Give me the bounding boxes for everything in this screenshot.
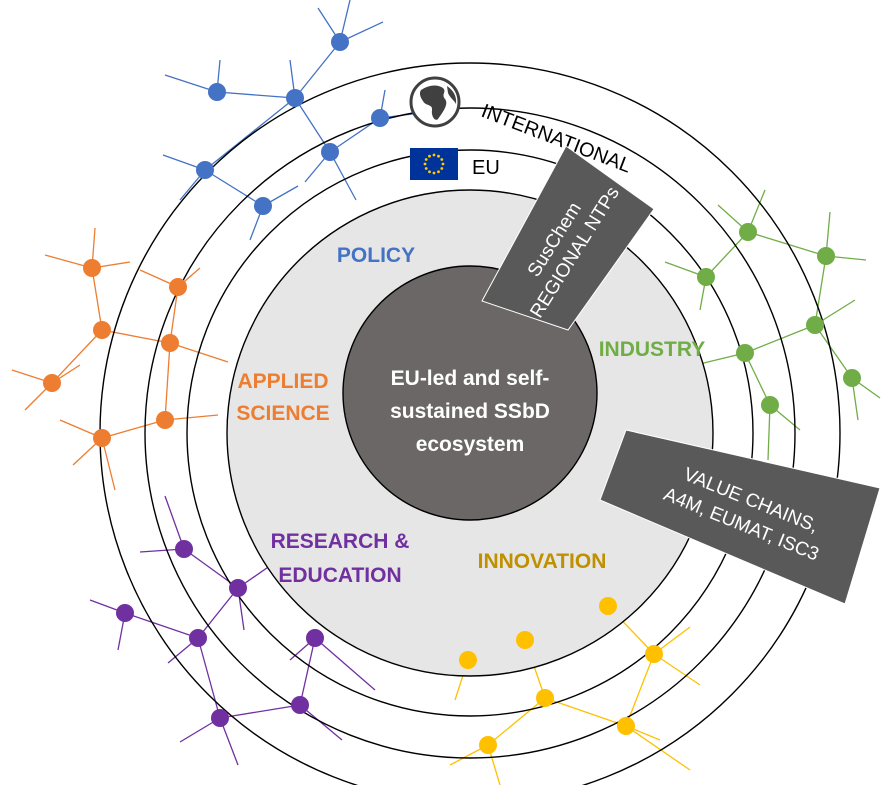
- innovation-nodes: [459, 597, 663, 754]
- research-node: [229, 579, 247, 597]
- research-node: [306, 629, 324, 647]
- applied-node: [93, 429, 111, 447]
- core-line-3: ecosystem: [416, 433, 525, 456]
- industry-node: [761, 396, 779, 414]
- research-node: [291, 696, 309, 714]
- industry-node: [736, 344, 754, 362]
- applied-node: [83, 259, 101, 277]
- applied-science-network: [11, 227, 229, 491]
- eu-flag-icon: [410, 148, 458, 180]
- policy-node: [208, 83, 226, 101]
- industry-network: [664, 189, 881, 461]
- core-line-1: EU-led and self-: [391, 367, 550, 390]
- industry-node: [817, 247, 835, 265]
- research-node: [189, 629, 207, 647]
- policy-nodes: [196, 33, 389, 215]
- industry-node: [806, 316, 824, 334]
- core-line-2: sustained SSbD: [390, 400, 550, 423]
- core-circle: [342, 265, 598, 521]
- innovation-node: [645, 645, 663, 663]
- industry-node: [843, 369, 861, 387]
- applied-node: [156, 411, 174, 429]
- applied-node: [43, 374, 61, 392]
- policy-node: [331, 33, 349, 51]
- mid-ring: [186, 149, 754, 717]
- innovation-node: [536, 689, 554, 707]
- research-node: [211, 709, 229, 727]
- policy-node: [196, 161, 214, 179]
- research-label-line-2: EDUCATION: [278, 564, 401, 587]
- policy-node: [286, 89, 304, 107]
- policy-node: [371, 109, 389, 127]
- innovation-label: INNOVATION: [478, 550, 607, 573]
- applied-node: [93, 321, 111, 339]
- industry-label: INDUSTRY: [599, 338, 706, 361]
- policy-label: POLICY: [337, 244, 415, 267]
- research-node: [116, 604, 134, 622]
- applied-node: [161, 334, 179, 352]
- innovation-node: [479, 736, 497, 754]
- research-node: [175, 540, 193, 558]
- industry-nodes: [697, 223, 861, 414]
- innovation-node: [459, 651, 477, 669]
- research-nodes: [116, 540, 324, 727]
- innovation-node: [617, 717, 635, 735]
- research-label-line-1: RESEARCH &: [271, 530, 410, 553]
- innovation-node: [599, 597, 617, 615]
- industry-node: [697, 268, 715, 286]
- industry-node: [739, 223, 757, 241]
- innovation-node: [516, 631, 534, 649]
- policy-node: [321, 143, 339, 161]
- applied-label-line-2: SCIENCE: [236, 402, 329, 425]
- applied-node: [169, 278, 187, 296]
- suschem-banner: SusChem REGIONAL NTPs: [481, 145, 655, 331]
- applied-label-line-1: APPLIED: [237, 370, 328, 393]
- applied-science-nodes: [43, 259, 187, 447]
- policy-node: [254, 197, 272, 215]
- eu-label: EU: [472, 157, 500, 179]
- eu-ring: [144, 107, 796, 759]
- globe-icon: [409, 76, 461, 128]
